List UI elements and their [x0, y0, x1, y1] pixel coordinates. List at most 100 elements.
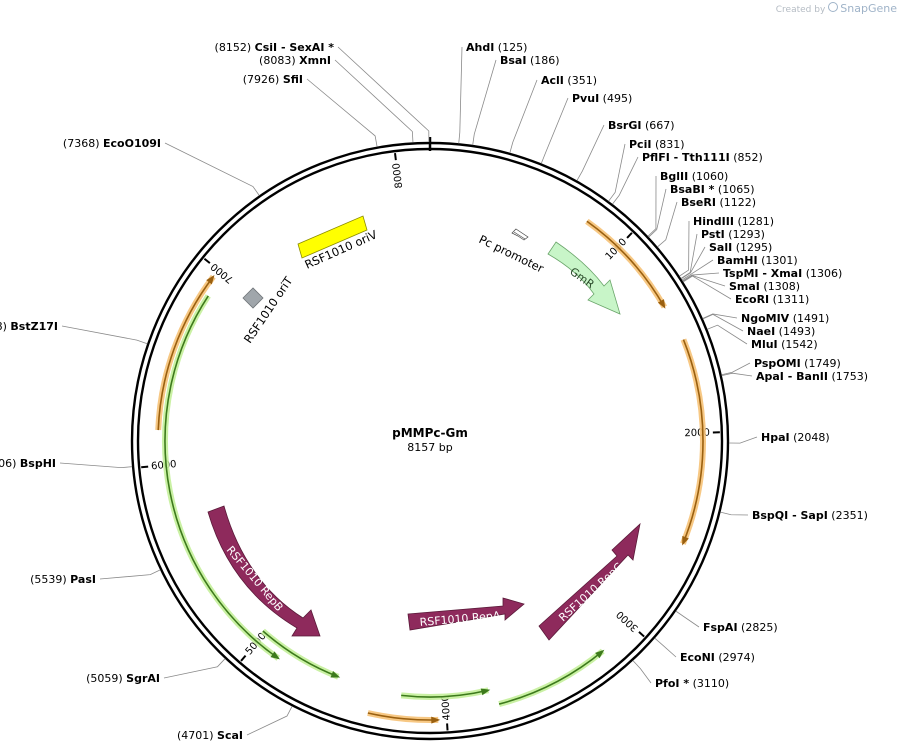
restriction-site[interactable]: ApaI - BanII (1753) [756, 370, 868, 383]
restriction-site[interactable]: HindIII (1281) [693, 215, 774, 228]
site-label: BglII (1060) [660, 170, 728, 183]
site-leader-line [721, 372, 753, 377]
feature-repb[interactable]: RSF1010 RepB [207, 505, 321, 637]
enzyme-name: HindIII [693, 215, 734, 228]
feature-label-repb: RSF1010 RepB [224, 544, 286, 614]
enzyme-name: PfoI * [655, 677, 689, 690]
restriction-site[interactable]: TspMI - XmaI (1306) [723, 267, 842, 280]
site-leader-line [472, 59, 497, 146]
restriction-site[interactable]: PstI (1293) [701, 228, 765, 241]
snapgene-logo-icon [828, 2, 839, 12]
restriction-site[interactable]: BsrGI (667) [608, 119, 675, 132]
restriction-site[interactable]: MluI (1542) [751, 338, 818, 351]
site-position: (5539) [30, 573, 70, 586]
feature-orit[interactable]: RSF1010 oriT [241, 273, 296, 345]
site-position: (1749) [801, 357, 841, 370]
site-label: MluI (1542) [751, 338, 818, 351]
enzyme-name: PspOMI [754, 357, 801, 370]
restriction-site[interactable]: FspAI (2825) [703, 621, 778, 634]
site-leader-line [337, 46, 430, 143]
site-position: (1491) [789, 312, 829, 325]
restriction-site[interactable]: PvuI (495) [572, 92, 632, 105]
restriction-site[interactable]: BseRI (1122) [681, 196, 756, 209]
site-position: (1753) [828, 370, 868, 383]
restriction-site[interactable]: PspOMI (1749) [754, 357, 841, 370]
enzyme-name: NgoMIV [741, 312, 790, 325]
restriction-site[interactable]: (8083) XmnI [259, 54, 331, 67]
site-position: (1301) [758, 254, 798, 267]
enzyme-name: XmnI [299, 54, 331, 67]
restriction-site[interactable]: (6006) BspHI [0, 457, 56, 470]
feature-label-pc-promoter: Pc promoter [477, 232, 547, 276]
site-label: (5059) SgrAI [86, 672, 160, 685]
restriction-site[interactable]: (7926) SfiI [243, 73, 303, 86]
site-label: EcoRI (1311) [735, 293, 809, 306]
site-leader-line [681, 259, 714, 281]
site-label: (6006) BspHI [0, 457, 56, 470]
site-position: (1295) [732, 241, 772, 254]
restriction-site[interactable]: AclI (351) [541, 74, 597, 87]
site-position: (852) [730, 151, 763, 164]
site-label: (7926) SfiI [243, 73, 303, 86]
site-position: (2351) [828, 509, 868, 522]
restriction-site[interactable]: NaeI (1493) [747, 325, 815, 338]
restriction-site[interactable]: SalI (1295) [709, 241, 772, 254]
site-position: (3110) [689, 677, 729, 690]
site-position: (495) [599, 92, 632, 105]
restriction-site[interactable]: PflFI - Tth111I (852) [642, 151, 763, 164]
site-label: AclI (351) [541, 74, 597, 87]
site-leader-line [657, 201, 678, 248]
feature-pc-promoter[interactable]: Pc promoter [477, 228, 547, 276]
site-label: PflFI - Tth111I (852) [642, 151, 763, 164]
site-label: EcoNI (2974) [680, 651, 755, 664]
restriction-site[interactable]: EcoRI (1311) [735, 293, 809, 306]
restriction-site[interactable]: (7368) EcoO109I [63, 137, 161, 150]
restriction-site[interactable]: BspQI - SapI (2351) [752, 509, 868, 522]
site-leader-line [648, 188, 667, 238]
site-position: (1306) [802, 267, 842, 280]
site-position: (667) [641, 119, 674, 132]
site-leader-line [99, 569, 161, 580]
site-leader-line [163, 658, 226, 679]
site-leader-lines [59, 46, 758, 736]
restriction-site[interactable]: (6548) BstZ17I [0, 320, 58, 333]
site-label: AhdI (125) [466, 41, 527, 54]
site-position: (8152) [215, 41, 255, 54]
orf-arrow-2 [680, 338, 706, 546]
site-position: (1065) [714, 183, 754, 196]
site-leader-line [702, 313, 744, 332]
restriction-site[interactable]: PciI (831) [629, 138, 685, 151]
site-label: PfoI * (3110) [655, 677, 729, 690]
restriction-site[interactable]: (5539) PasI [30, 573, 96, 586]
restriction-site[interactable]: PfoI * (3110) [655, 677, 729, 690]
restriction-site[interactable]: NgoMIV (1491) [741, 312, 829, 325]
site-position: (4701) [177, 729, 217, 742]
enzyme-name: TspMI [723, 267, 759, 280]
restriction-site[interactable]: BsaBI * (1065) [670, 183, 755, 196]
enzyme-name: PvuI [572, 92, 599, 105]
feature-label-orit: RSF1010 oriT [241, 273, 296, 345]
restriction-site[interactable]: HpaI (2048) [761, 431, 830, 444]
restriction-site[interactable]: EcoNI (2974) [680, 651, 755, 664]
restriction-site[interactable]: AhdI (125) [466, 41, 527, 54]
restriction-site[interactable]: BglII (1060) [660, 170, 728, 183]
site-label: (7368) EcoO109I [63, 137, 161, 150]
restriction-site[interactable]: (4701) ScaI [177, 729, 243, 742]
restriction-site[interactable]: BsaI (186) [500, 54, 560, 67]
restriction-site[interactable]: (5059) SgrAI [86, 672, 160, 685]
restriction-site[interactable]: SmaI (1308) [729, 280, 800, 293]
restriction-site[interactable]: BamHI (1301) [717, 254, 798, 267]
orf-arrow-5 [367, 710, 441, 724]
feature-repa[interactable]: RSF1010 RepA [407, 597, 525, 631]
site-label: HindIII (1281) [693, 215, 774, 228]
feature-oriv[interactable]: RSF1010 oriV [297, 215, 379, 272]
tick-label: 3000 [615, 608, 641, 633]
site-leader-line [720, 511, 749, 516]
site-leader-line [612, 156, 639, 205]
site-label: TspMI - XmaI (1306) [723, 267, 842, 280]
site-label: BsaBI * (1065) [670, 183, 755, 196]
site-position: (5059) [86, 672, 126, 685]
restriction-site[interactable]: (8152) CsiI - SexAI * [215, 41, 335, 54]
site-label: NgoMIV (1491) [741, 312, 829, 325]
